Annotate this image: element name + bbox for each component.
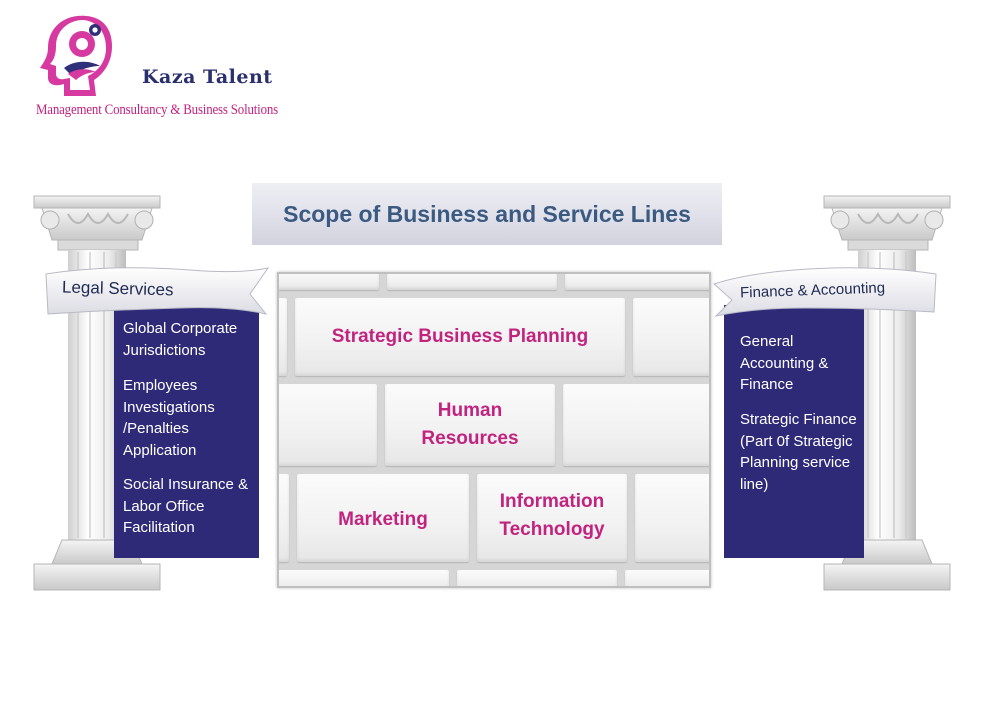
logo-title: Kaza Talent — [142, 66, 273, 88]
brick-information-technology — [477, 474, 627, 562]
brick-marketing — [297, 474, 469, 562]
label-strategic-business-planning: Strategic Business Planning — [331, 326, 589, 347]
brick — [279, 384, 377, 466]
brick — [565, 274, 709, 290]
right-banner-ribbon-icon — [713, 267, 937, 317]
brick — [387, 274, 557, 290]
label-marketing: Marketing — [338, 509, 428, 530]
finance-item-2: Strategic Finance(Part 0f Strategic Plan… — [740, 411, 857, 493]
brick — [279, 274, 379, 290]
logo-subtitle: Management Consultancy & Business Soluti… — [36, 102, 278, 118]
head-gear-logo-icon — [40, 15, 112, 97]
brick — [279, 570, 449, 586]
brick — [563, 384, 709, 466]
left-banner-ribbon-icon — [45, 267, 270, 315]
legal-services-panel — [114, 305, 259, 558]
brick — [279, 474, 289, 562]
brick — [633, 298, 709, 376]
title-box: Scope of Business and Service Lines — [252, 183, 722, 245]
brick-strategic-business-planning — [295, 298, 625, 376]
brick-human-resources — [385, 384, 555, 466]
diagram-title: Scope of Business and Service Lines — [283, 200, 691, 227]
brick — [635, 474, 709, 562]
company-logo: Kaza Talent Management Consultancy & Bus… — [30, 8, 290, 123]
brick — [625, 570, 709, 586]
legal-item-3: Social Insurance &Labor Office Facilitat… — [123, 476, 249, 536]
brick — [279, 298, 287, 376]
finance-accounting-panel — [724, 305, 864, 558]
legal-services-banner: Legal Services — [61, 277, 174, 300]
brick — [457, 570, 617, 586]
